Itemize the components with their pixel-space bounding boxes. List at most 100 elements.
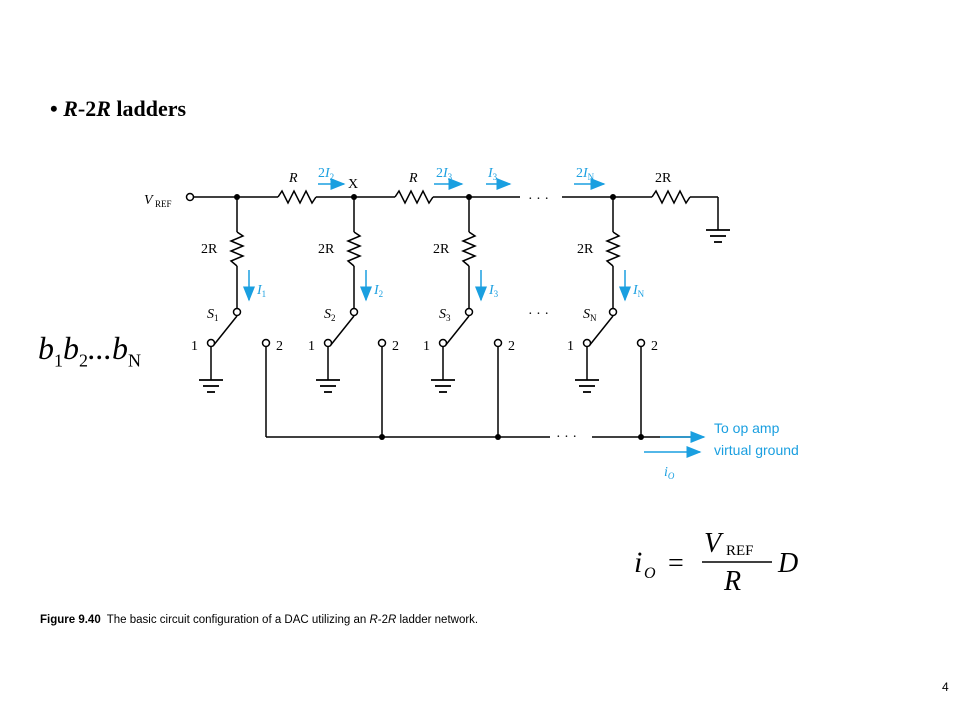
- ground-symbol: [431, 379, 455, 393]
- bullet: •: [50, 96, 58, 121]
- switch-label: S3: [439, 307, 451, 323]
- current-2i2: 2I2: [318, 166, 334, 182]
- label-2r: 2R: [433, 242, 450, 257]
- ground-terminator: [706, 229, 730, 243]
- ground-symbol: [316, 379, 340, 393]
- switch-pivot: [464, 307, 474, 317]
- ladder-branch: [575, 197, 646, 437]
- resistor-2r: [461, 231, 477, 267]
- bit-sequence: b1b2...bN: [38, 330, 141, 371]
- caption-text-1: The basic circuit configuration of a DAC…: [106, 614, 370, 626]
- bus-node-dots: [379, 434, 644, 440]
- resistor-2r: [605, 231, 621, 267]
- top-rail: [194, 189, 719, 230]
- resistor-terminating-2r: [651, 189, 691, 205]
- switch-pivot: [608, 307, 618, 317]
- output-label-line2: virtual ground: [714, 442, 799, 458]
- label-2r: 2R: [318, 242, 335, 257]
- switch-label: S1: [207, 307, 219, 323]
- switch-pivot: [349, 307, 359, 317]
- terminal-2-label: 2: [392, 339, 399, 354]
- node-x-label: X: [348, 177, 358, 192]
- output-current-label: iO: [664, 465, 675, 481]
- switch-blade: [588, 315, 614, 347]
- slide-heading: • R-2R ladders: [50, 96, 186, 122]
- ladder-branch: [199, 197, 271, 437]
- formula-svg: i O = V REF R D: [634, 528, 798, 597]
- svg-text:D: D: [777, 548, 798, 579]
- bit-dots: ...: [88, 330, 112, 366]
- vref-terminal: V REF: [144, 192, 195, 209]
- label-2r: 2R: [201, 242, 218, 257]
- svg-text:V: V: [704, 528, 724, 559]
- page-number: 4: [942, 680, 949, 694]
- bit-b1: b: [38, 330, 54, 366]
- svg-text:i: i: [634, 546, 642, 579]
- ladder-branches: 2R S1 1 2 I1 2R S2 1 2 I2 2R S3 1 2 I3 2R SN 1 2 IN · · ·: [191, 197, 658, 437]
- output-current-formula: i O = V REF R D: [632, 524, 812, 599]
- svg-text:R: R: [723, 566, 741, 594]
- label-2r: 2R: [577, 242, 594, 257]
- terminal-1-label: 1: [191, 339, 198, 354]
- svg-text:V: V: [144, 193, 154, 208]
- switch-label: S2: [324, 307, 336, 323]
- caption-text-2: ladder network.: [396, 614, 479, 626]
- heading-tail: ladders: [110, 96, 187, 121]
- output-label-line1: To op amp: [714, 420, 780, 436]
- resistor-series-2: [394, 189, 434, 205]
- bus-dots: · · ·: [556, 430, 577, 445]
- switch-terminal-1: [582, 338, 592, 348]
- switch-blade: [212, 315, 238, 347]
- bit-bn: b: [112, 330, 128, 366]
- bit-b1-sub: 1: [54, 350, 63, 371]
- switch-terminal-2: [636, 338, 646, 348]
- svg-text:O: O: [644, 565, 656, 582]
- svg-text:REF: REF: [726, 543, 754, 559]
- top-rail-dots: · · ·: [528, 192, 549, 207]
- switch-label: SN: [583, 307, 597, 323]
- heading-dash-2: -2: [77, 96, 97, 121]
- switch-terminal-2: [377, 338, 387, 348]
- branch-current-label: I1: [256, 283, 266, 299]
- ground-symbol: [199, 379, 223, 393]
- resistor-series-1: [277, 189, 317, 205]
- bit-b2-sub: 2: [79, 350, 88, 371]
- svg-text:REF: REF: [155, 199, 172, 209]
- switch-blade: [329, 315, 355, 347]
- branch-current-label: I2: [373, 283, 383, 299]
- terminal-2-label: 2: [651, 339, 658, 354]
- label-r-1: R: [288, 171, 298, 186]
- label-2r-term: 2R: [655, 171, 672, 186]
- terminal-2-label: 2: [276, 339, 283, 354]
- caption-mid: -2: [377, 614, 388, 626]
- svg-text:=: =: [668, 548, 684, 579]
- bit-b2: b: [63, 330, 79, 366]
- bit-bn-sub: N: [128, 350, 141, 371]
- heading-r2: R: [96, 96, 111, 121]
- caption-r2: R: [387, 614, 397, 626]
- terminal-1-label: 1: [423, 339, 430, 354]
- terminal-2-label: 2: [508, 339, 515, 354]
- terminal-1-label: 1: [567, 339, 574, 354]
- branch-current-label: IN: [632, 283, 645, 299]
- ladder-branch: [431, 197, 503, 437]
- heading-r: R: [63, 96, 78, 121]
- resistor-2r: [346, 231, 362, 267]
- switch-pivot: [232, 307, 242, 317]
- switch-terminal-1: [323, 338, 333, 348]
- label-r-2: R: [408, 171, 418, 186]
- switch-terminal-1: [438, 338, 448, 348]
- current-2i3: 2I3: [436, 166, 453, 182]
- terminal-1-label: 1: [308, 339, 315, 354]
- caption-r1: R: [369, 614, 378, 626]
- top-currents: 2I2 2I3 I3 2IN: [318, 166, 595, 182]
- ladder-branch: [316, 197, 387, 437]
- switch-terminal-2: [261, 338, 271, 348]
- current-2in: 2IN: [576, 166, 595, 182]
- branch-current-label: I3: [488, 283, 499, 299]
- resistor-2r: [229, 231, 245, 267]
- ground-symbol: [575, 379, 599, 393]
- switch-row-dots: · · ·: [528, 307, 549, 322]
